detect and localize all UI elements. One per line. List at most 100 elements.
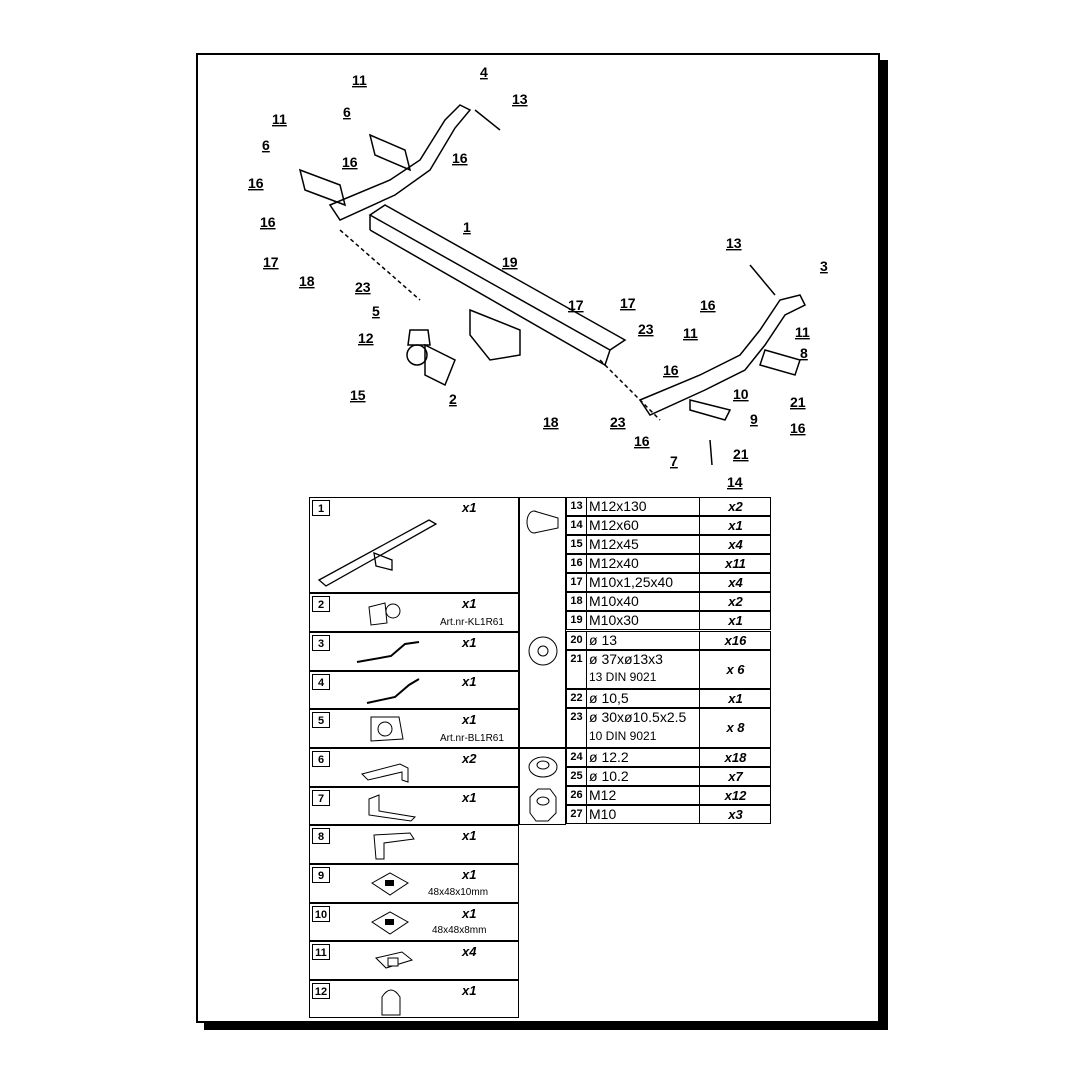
hardware-number: 22 <box>567 690 587 707</box>
part-qty: x1 <box>462 828 477 843</box>
hardware-desc: M10 <box>589 806 617 822</box>
socket-plate-icon <box>370 716 404 742</box>
ball-mount-icon <box>368 602 401 626</box>
hardware-qty: x1 <box>699 517 771 534</box>
part-qty: x1 <box>462 867 477 882</box>
callout: 11 <box>683 325 698 341</box>
crossbar-icon <box>317 519 438 587</box>
part-box: 3 x1 <box>309 632 519 671</box>
bracket-arm-icon <box>356 641 420 663</box>
callout: 6 <box>262 137 270 153</box>
hardware-qty: x2 <box>699 498 771 515</box>
hardware-qty: x16 <box>699 632 771 649</box>
hardware-desc: M12 <box>589 787 617 803</box>
part-qty: x1 <box>462 790 477 805</box>
bracket-arm-icon <box>366 678 420 704</box>
callout: 11 <box>272 111 287 127</box>
callout: 5 <box>372 303 380 319</box>
part-qty: x1 <box>462 906 477 921</box>
part-number: 4 <box>312 674 330 690</box>
part-number: 2 <box>312 596 330 612</box>
hardware-number: 24 <box>567 749 587 766</box>
hardware-number: 23 <box>567 709 587 747</box>
bracket-icon <box>368 794 417 822</box>
hardware-desc: ø 12.2 <box>589 749 629 765</box>
hardware-desc: M12x45 <box>589 536 639 552</box>
callout: 16 <box>260 214 276 230</box>
callout: 21 <box>790 394 806 410</box>
callout: 17 <box>620 295 636 311</box>
callout: 16 <box>663 362 679 378</box>
ball-cover-icon <box>381 989 401 1016</box>
part-box: 10 x1 48x48x8mm <box>309 903 519 941</box>
part-art: Art.nr-KL1R61 <box>440 617 504 628</box>
callout: 14 <box>727 474 743 490</box>
part-number: 6 <box>312 751 330 767</box>
callout-labels: 11 4 13 6 11 16 16 6 16 16 1 17 19 18 23… <box>248 64 828 490</box>
hardware-qty: x1 <box>699 690 771 707</box>
bracket-icon <box>361 763 409 783</box>
part-box: 4 x1 <box>309 671 519 709</box>
part-box: 7 x1 <box>309 787 519 825</box>
part-qty: x2 <box>462 751 477 766</box>
callout: 18 <box>543 414 559 430</box>
nut-icon-column <box>519 748 566 825</box>
hardware-desc: M10x1,25x40 <box>589 574 674 590</box>
exploded-assembly-drawing: 11 4 13 6 11 16 16 6 16 16 1 17 19 18 23… <box>248 64 828 490</box>
cage-nut-icon <box>375 951 414 969</box>
callout: 4 <box>480 64 488 80</box>
callout: 12 <box>358 330 374 346</box>
callout: 16 <box>342 154 358 170</box>
hardware-number: 26 <box>567 787 587 804</box>
part-qty: x1 <box>462 500 477 515</box>
hardware-desc: M12x130 <box>589 498 647 514</box>
hardware-number: 25 <box>567 768 587 785</box>
part-box: 11 x4 <box>309 941 519 980</box>
hardware-desc: M10x40 <box>589 593 639 609</box>
part-box: 12 x1 <box>309 980 519 1018</box>
part-qty: x1 <box>462 596 477 611</box>
hardware-desc: ø 37xø13x3 <box>589 651 663 667</box>
callout: 16 <box>700 297 716 313</box>
part-box: 6 x2 <box>309 748 519 787</box>
part-qty: x4 <box>462 944 477 959</box>
callout: 15 <box>350 387 366 403</box>
callout: 13 <box>726 235 742 251</box>
part-qty: x1 <box>462 712 477 727</box>
part-box: 5 x1 Art.nr-BL1R61 <box>309 709 519 748</box>
hardware-desc: M12x60 <box>589 517 639 533</box>
part-number: 8 <box>312 828 330 844</box>
callout: 3 <box>820 258 828 274</box>
hardware-number: 27 <box>567 806 587 823</box>
callout: 23 <box>638 321 654 337</box>
hardware-qty: x 6 <box>699 651 771 688</box>
part-art: Art.nr-BL1R61 <box>440 733 504 744</box>
part-number: 11 <box>312 944 330 960</box>
hardware-number: 18 <box>567 593 587 610</box>
callout: 11 <box>352 72 367 88</box>
hardware-qty: x11 <box>699 555 771 572</box>
bolt-washer-icon-column <box>519 497 566 748</box>
part-number: 5 <box>312 712 330 728</box>
callout: 16 <box>248 175 264 191</box>
spacer-plate-icon <box>371 911 409 935</box>
hardware-desc: ø 13 <box>589 632 618 648</box>
callout: 17 <box>568 297 584 313</box>
part-box: 8 x1 <box>309 825 519 864</box>
hardware-qty: x18 <box>699 749 771 766</box>
callout: 23 <box>610 414 626 430</box>
callout: 10 <box>733 386 749 402</box>
hardware-desc: ø 10.2 <box>589 768 629 784</box>
callout: 21 <box>733 446 749 462</box>
callout: 16 <box>634 433 650 449</box>
hardware-number: 17 <box>567 574 587 591</box>
bracket-icon <box>373 832 415 860</box>
callout: 7 <box>670 453 678 469</box>
hardware-desc: ø 10,5 <box>589 690 629 706</box>
callout: 18 <box>299 273 315 289</box>
lock-washer-icon <box>528 756 558 778</box>
